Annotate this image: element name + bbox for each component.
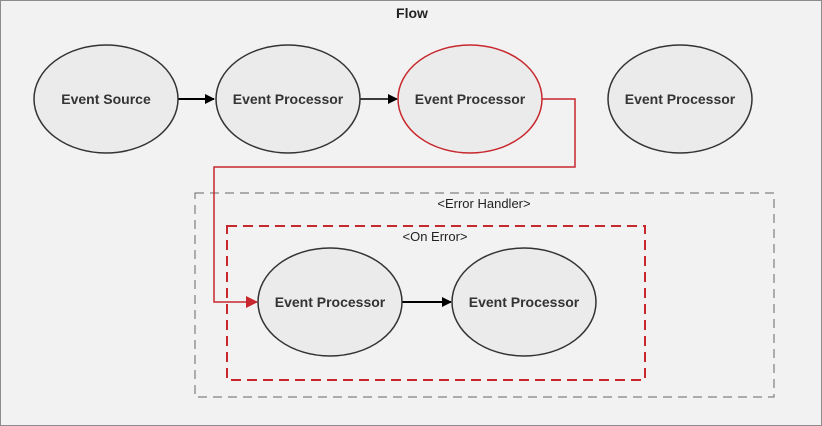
- diagram-title: Flow: [396, 5, 428, 21]
- event-processor-node-3: [607, 44, 753, 154]
- event-source-label: Event Source: [61, 91, 151, 107]
- error-event-processor-node-2: [451, 247, 597, 357]
- on-error-group: [226, 225, 646, 381]
- event-processor-label-2: Event Processor: [415, 91, 526, 107]
- event-source-node: [33, 44, 179, 154]
- on-error-label: <On Error>: [402, 229, 467, 244]
- error-handler-label: <Error Handler>: [437, 196, 530, 211]
- error-event-processor-label-1: Event Processor: [275, 294, 386, 310]
- error-handler-group: [194, 192, 775, 398]
- event-processor-node-1: [215, 44, 361, 154]
- edge-error-route: [213, 98, 576, 308]
- event-processor-node-2-failing: [397, 44, 543, 154]
- event-processor-label-1: Event Processor: [233, 91, 344, 107]
- error-event-processor-label-2: Event Processor: [469, 294, 580, 310]
- error-event-processor-node-1: [257, 247, 403, 357]
- event-processor-label-3: Event Processor: [625, 91, 736, 107]
